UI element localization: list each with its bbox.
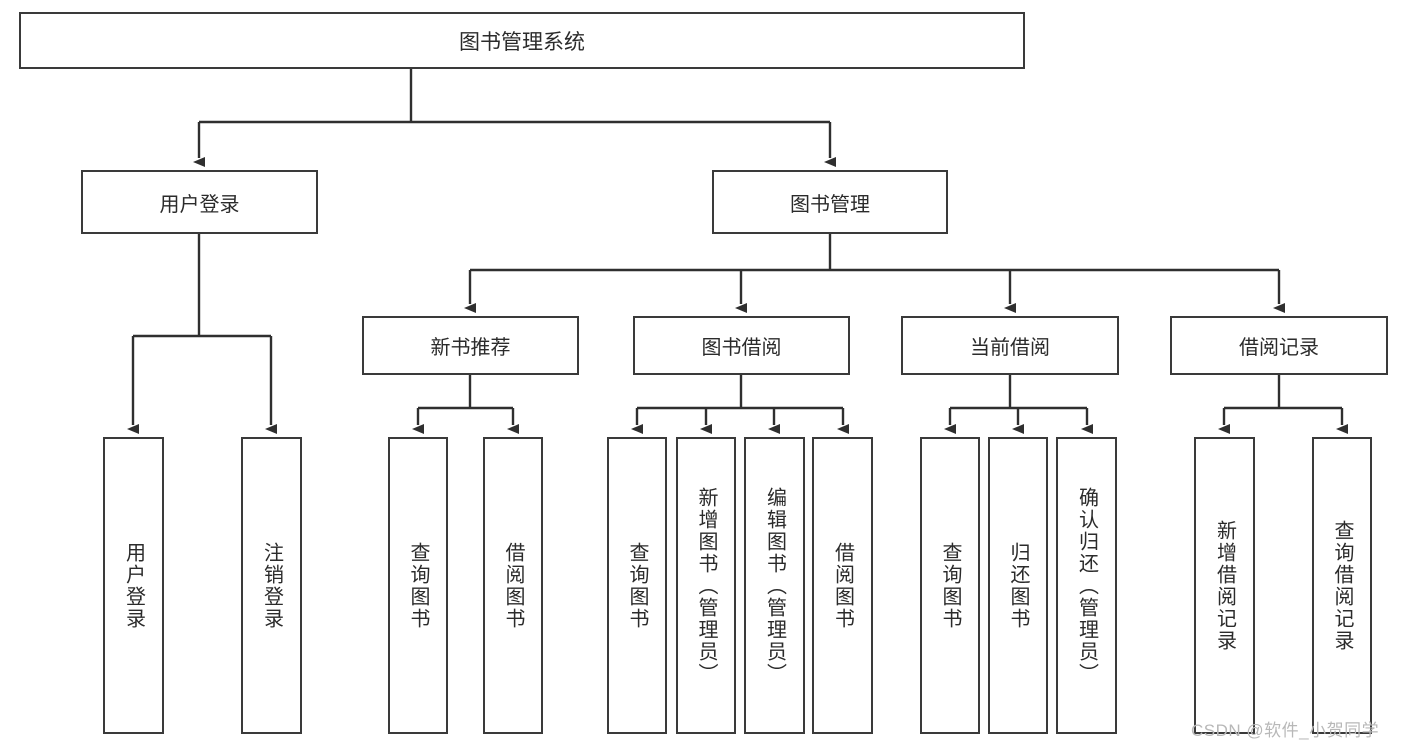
node-label: 图书借阅: [701, 337, 782, 359]
node-label: 查询图书: [939, 541, 961, 630]
node-label: 图书管理: [790, 193, 870, 216]
node-label: 注销登录: [260, 541, 283, 630]
node-leaf[interactable]: 查询图书: [388, 437, 448, 734]
node-leaf[interactable]: 查询图书: [607, 437, 667, 734]
node-level3-new-book-recommend[interactable]: 新书推荐: [362, 316, 579, 375]
node-label: 图书管理系统: [459, 30, 585, 54]
node-leaf[interactable]: 编辑图书（管理员）: [744, 437, 805, 734]
node-label: 借阅记录: [1239, 337, 1319, 359]
node-leaf[interactable]: 注销登录: [241, 437, 302, 734]
node-leaf[interactable]: 查询图书: [920, 437, 980, 734]
node-label: 新增借阅记录: [1213, 519, 1236, 652]
node-level3-book-borrow[interactable]: 图书借阅: [633, 316, 850, 375]
node-label: 借阅图书: [831, 541, 854, 630]
node-label: 新增图书（管理员）: [695, 486, 717, 685]
watermark: CSDN @软件_小贺同学: [1191, 721, 1380, 740]
node-leaf[interactable]: 借阅图书: [483, 437, 543, 734]
node-level2-user-login[interactable]: 用户登录: [81, 170, 318, 234]
node-label: 当前借阅: [970, 337, 1050, 359]
node-label: 编辑图书（管理员）: [763, 486, 786, 685]
node-leaf[interactable]: 用户登录: [103, 437, 164, 734]
node-level3-current-borrow[interactable]: 当前借阅: [901, 316, 1119, 375]
node-label: 借阅图书: [502, 541, 524, 630]
node-leaf[interactable]: 查询借阅记录: [1312, 437, 1372, 734]
node-label: 确认归还（管理员）: [1075, 486, 1098, 685]
node-leaf[interactable]: 新增图书（管理员）: [676, 437, 736, 734]
node-label: 查询借阅记录: [1331, 519, 1353, 652]
node-leaf[interactable]: 确认归还（管理员）: [1056, 437, 1117, 734]
node-label: 查询图书: [407, 541, 429, 630]
node-leaf[interactable]: 新增借阅记录: [1194, 437, 1255, 734]
node-leaf[interactable]: 借阅图书: [812, 437, 873, 734]
node-level2-book-management[interactable]: 图书管理: [712, 170, 948, 234]
node-root[interactable]: 图书管理系统: [19, 12, 1025, 69]
node-label: 归还图书: [1007, 541, 1029, 630]
node-label: 查询图书: [626, 541, 648, 630]
node-label: 用户登录: [122, 541, 145, 630]
node-level3-borrow-record[interactable]: 借阅记录: [1170, 316, 1388, 375]
node-label: 用户登录: [159, 193, 240, 216]
node-label: 新书推荐: [430, 337, 511, 359]
node-leaf[interactable]: 归还图书: [988, 437, 1048, 734]
